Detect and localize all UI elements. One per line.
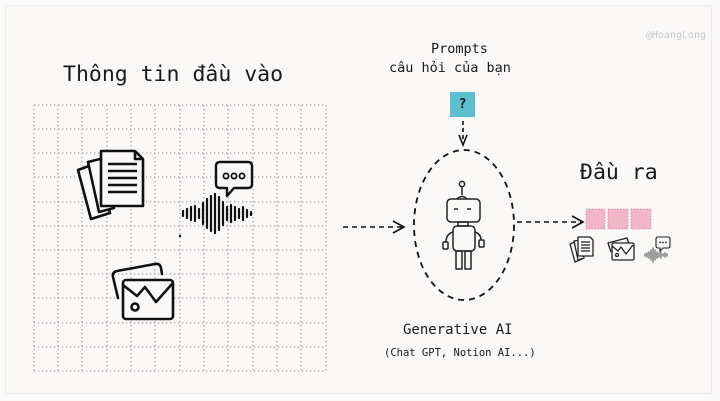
model-title: Generative AI <box>403 322 513 338</box>
model-ellipse <box>413 149 515 301</box>
arrow-to-output <box>517 215 585 229</box>
prompt-question-box: ? <box>450 92 475 117</box>
output-voice-message-icon <box>644 236 671 263</box>
robot-icon <box>442 180 485 270</box>
watermark: @HoangLong <box>645 30 706 41</box>
input-grid <box>33 104 327 372</box>
documents-icon <box>76 149 145 221</box>
voice-message-icon <box>178 160 254 238</box>
image-icon <box>111 262 175 321</box>
output-blocks <box>585 208 652 230</box>
output-title: Đầu ra <box>580 160 658 185</box>
input-title: Thông tin đầu vào <box>63 62 284 87</box>
arrow-to-model <box>343 220 406 234</box>
prompt-subtitle: câu hỏi của bạn <box>389 60 511 76</box>
output-documents-icon <box>569 236 594 263</box>
model-subtitle: (Chat GPT, Notion AI...) <box>384 347 536 359</box>
output-image-icon <box>607 237 635 261</box>
prompt-title: Prompts <box>431 41 488 57</box>
arrow-prompt-to-model <box>458 121 468 148</box>
